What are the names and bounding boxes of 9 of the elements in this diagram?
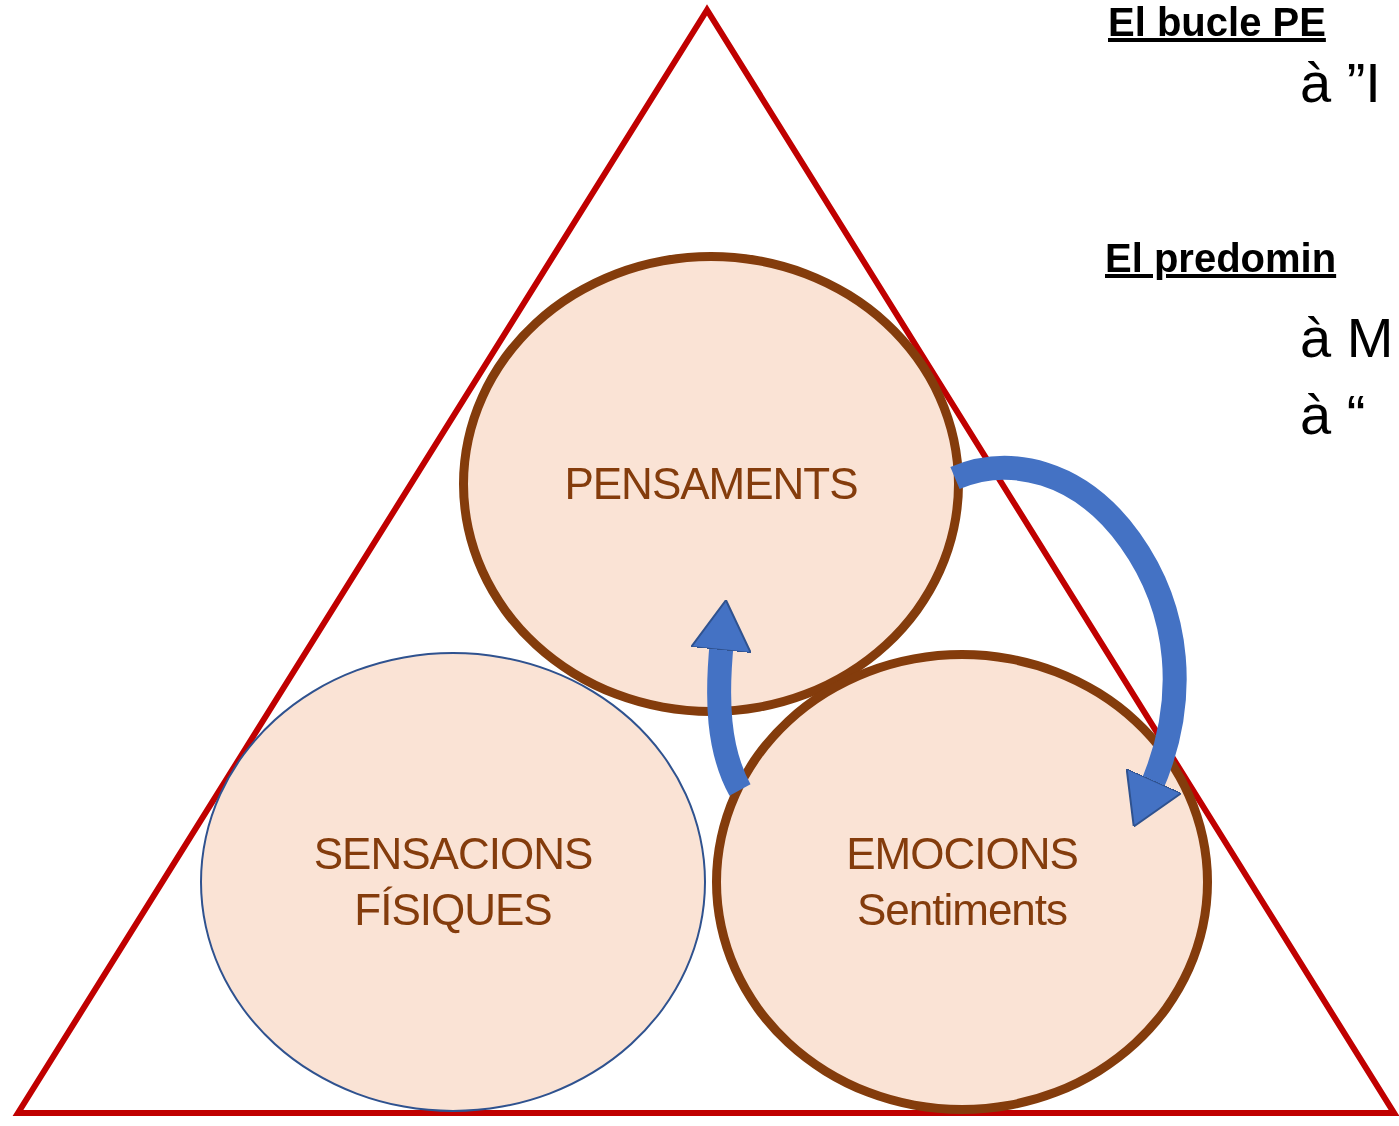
- bullet-text: à M: [1300, 305, 1394, 370]
- bullet-text: à ”I: [1300, 50, 1381, 115]
- curved-arrow: [690, 599, 752, 796]
- circle-label: EMOCIONS Sentiments: [845, 828, 1079, 936]
- bullet-text: à “: [1300, 382, 1366, 447]
- heading-text: El bucle PE: [1108, 0, 1326, 45]
- circle-label: PENSAMENTS: [563, 458, 859, 510]
- heading-text: El predomin: [1105, 236, 1337, 281]
- circle-label: SENSACIONS FÍSIQUES: [312, 828, 594, 936]
